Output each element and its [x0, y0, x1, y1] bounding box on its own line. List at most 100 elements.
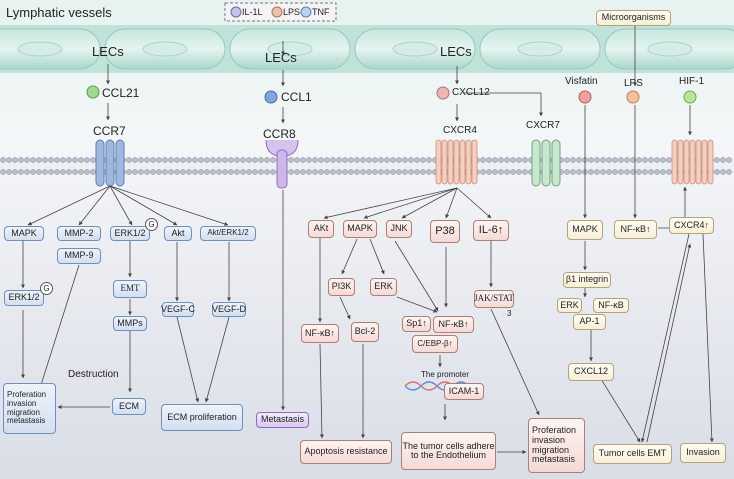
membrane-lipid-head	[666, 157, 672, 163]
visfatin-label: Visfatin	[565, 76, 598, 87]
proferation-box-1: Proferation invasion migration metastasi…	[3, 383, 56, 434]
membrane-lipid-head	[390, 169, 396, 175]
akt-erk-box: Akt/ERK1/2	[200, 226, 256, 241]
vegfc-box: VEGF-C	[161, 302, 195, 317]
cxcr4-receptor	[435, 139, 478, 185]
membrane-lipid-head	[264, 157, 270, 163]
membrane-lipid-head	[42, 157, 48, 163]
membrane-lipid-head	[222, 169, 228, 175]
membrane-lipid-head	[18, 157, 24, 163]
membrane-lipid-head	[72, 169, 78, 175]
membrane-lipid-head	[240, 157, 246, 163]
membrane-lipid-head	[300, 169, 306, 175]
membrane-lipid-head	[312, 169, 318, 175]
membrane-lipid-head	[396, 157, 402, 163]
membrane-lipid-head	[180, 157, 186, 163]
membrane-lipid-head	[6, 157, 12, 163]
ccr7-label: CCR7	[93, 124, 126, 138]
membrane-lipid-head	[594, 157, 600, 163]
membrane-lipid-head	[192, 157, 198, 163]
proferation-box-3: Proferation invasion migration metastasi…	[528, 418, 585, 473]
membrane-lipid-head	[384, 157, 390, 163]
hif-ligand	[683, 90, 697, 104]
membrane-lipid-head	[342, 157, 348, 163]
cebp-box: C/EBP-β↑	[412, 335, 458, 353]
membrane-lipid-head	[342, 169, 348, 175]
membrane-lipid-head	[636, 157, 642, 163]
membrane-lipid-head	[246, 169, 252, 175]
microorganisms-box: Microorganisms	[596, 10, 671, 26]
membrane-lipid-head	[618, 157, 624, 163]
receptor-helix	[695, 139, 702, 185]
membrane-lipid-head	[258, 157, 264, 163]
membrane-lipid-head	[378, 169, 384, 175]
membrane-lipid-head	[210, 157, 216, 163]
membrane-lipid-head	[576, 157, 582, 163]
visfatin-ligand	[578, 90, 592, 104]
erk-box-4: ERK	[557, 298, 582, 313]
membrane-lipid-head	[426, 157, 432, 163]
membrane-lipid-head	[414, 157, 420, 163]
membrane-lipid-head	[90, 169, 96, 175]
receptor-helix	[465, 139, 472, 185]
membrane-lipid-head	[726, 169, 732, 175]
membrane-lipid-head	[204, 169, 210, 175]
g-protein-badge-1: G	[145, 218, 158, 231]
membrane-lipid-head	[636, 169, 642, 175]
membrane-lipid-head	[330, 157, 336, 163]
promoter-label: The promoter	[421, 370, 470, 379]
membrane-lipid-head	[324, 157, 330, 163]
cxcl12-ligand	[436, 86, 450, 100]
nfkb-box-3: NF-κB↑	[301, 324, 339, 343]
membrane-lipid-head	[156, 169, 162, 175]
membrane-lipid-head	[72, 157, 78, 163]
diagram-title: Lymphatic vessels	[6, 5, 112, 20]
g-protein-badge-2: G	[40, 282, 53, 295]
icam1-box: ICAM-1	[444, 383, 484, 400]
erk12-box-2: ERK1/2	[4, 290, 44, 306]
membrane-lipid-head	[54, 157, 60, 163]
lps-ligand	[626, 90, 640, 104]
membrane-lipid-head	[186, 157, 192, 163]
membrane-lipid-head	[156, 157, 162, 163]
sp1-box: Sp1↑	[402, 316, 431, 332]
membrane-lipid-head	[564, 157, 570, 163]
membrane-lipid-head	[168, 157, 174, 163]
membrane-lipid-head	[402, 169, 408, 175]
membrane-lipid-head	[258, 169, 264, 175]
nfkb-box-4b: NF-κB	[593, 298, 629, 313]
cxcl12-label: CXCL12	[452, 87, 490, 98]
ecm-proliferation-box: ECM proliferation	[161, 404, 243, 431]
membrane-lipid-head	[378, 157, 384, 163]
membrane-lipid-head	[144, 157, 150, 163]
receptor-helix	[459, 139, 466, 185]
mapk-box-4: MAPK	[567, 220, 603, 240]
receptor-helix	[701, 139, 708, 185]
membrane-lipid-head	[210, 169, 216, 175]
membrane-lipid-head	[354, 157, 360, 163]
lps-label: LPS	[624, 78, 643, 89]
receptor-helix	[435, 139, 442, 185]
cxcr4-label: CXCR4	[443, 125, 477, 136]
legend-lps: LPS	[283, 7, 301, 17]
legend-tnf: TNF	[312, 7, 330, 17]
membrane-lipid-head	[486, 157, 492, 163]
membrane-lipid-head	[84, 169, 90, 175]
membrane-lipid-head	[132, 157, 138, 163]
membrane-lipid-head	[216, 157, 222, 163]
membrane-lipid-head	[570, 157, 576, 163]
il6-box: IL-6↑	[473, 220, 509, 241]
membrane-lipid-head	[504, 157, 510, 163]
membrane-lipid-head	[30, 169, 36, 175]
legend-tnf-dot	[300, 6, 312, 18]
membrane-lipid-head	[306, 157, 312, 163]
membrane-lipid-head	[336, 157, 342, 163]
membrane-lipid-head	[600, 157, 606, 163]
akt-box-1: Akt	[164, 226, 192, 241]
membrane-lipid-head	[630, 157, 636, 163]
membrane-lipid-head	[642, 169, 648, 175]
membrane-lipid-head	[666, 169, 672, 175]
metastasis-box: Metastasis	[256, 412, 309, 428]
membrane-lipid-head	[498, 169, 504, 175]
legend-il1-dot	[230, 6, 242, 18]
